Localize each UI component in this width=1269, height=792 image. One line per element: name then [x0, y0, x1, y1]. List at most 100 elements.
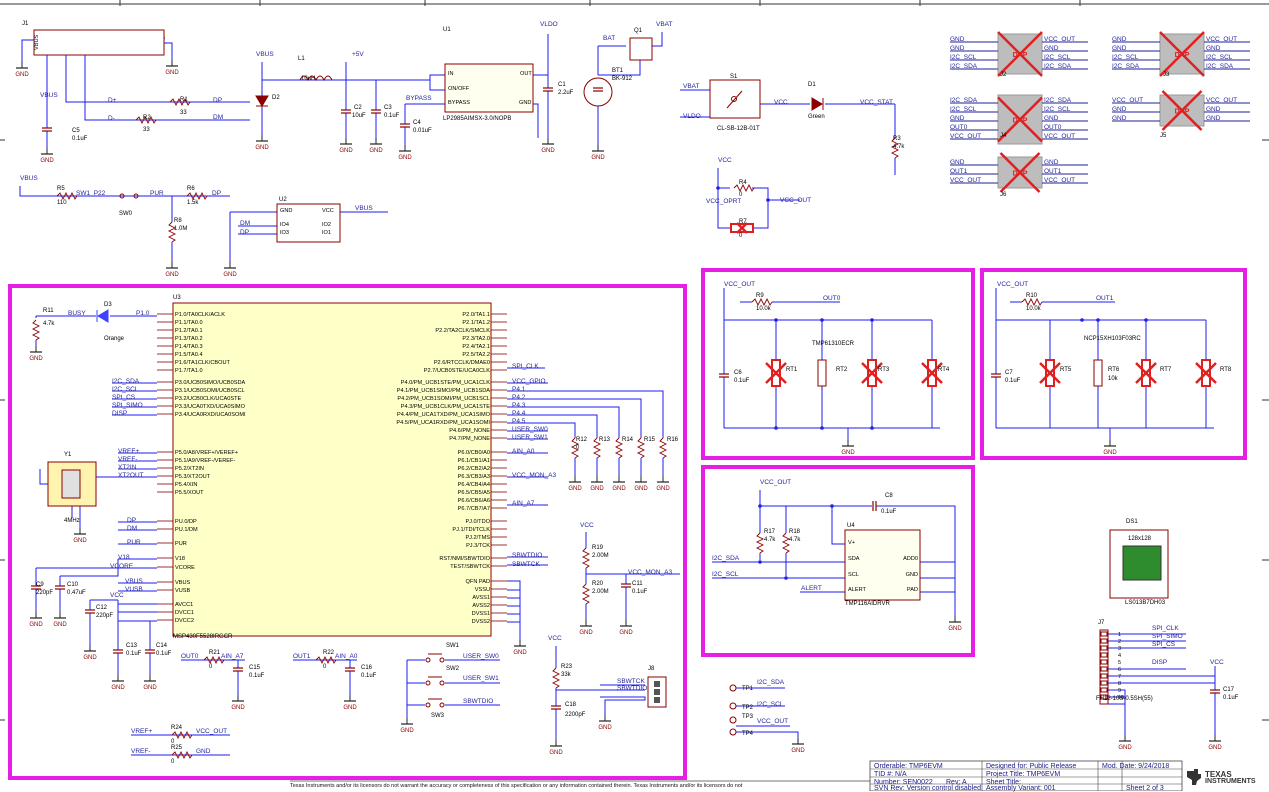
- component-label: 10uF: [352, 113, 366, 119]
- led-d1: [811, 97, 824, 111]
- net-label: DM: [127, 525, 137, 532]
- net-label: BYPASS: [406, 95, 432, 102]
- component-label: R8: [174, 218, 182, 224]
- esd-u2: [276, 203, 341, 243]
- ffc-pin-number: 9: [1118, 688, 1121, 694]
- net-label: SW1_P22: [76, 190, 106, 197]
- net-label: OUT0: [181, 653, 199, 660]
- component-label: 33k: [561, 672, 572, 678]
- net-label: DM: [240, 220, 250, 227]
- ti-logo: TEXAS INSTRUMENTS: [1185, 768, 1265, 788]
- pin-label: P1.3/TA0.2: [175, 336, 203, 342]
- ground-symbol: GND: [590, 476, 604, 492]
- component-label: 0: [576, 445, 580, 451]
- net-label: VCC: [1210, 659, 1224, 666]
- component-label: R22: [323, 650, 335, 656]
- pin-label: P1.0/TA0CLK/ACLK: [175, 312, 225, 318]
- usb-connector-j1: [33, 29, 165, 56]
- pin-label: QFN PAD: [466, 579, 490, 585]
- ground-label: GND: [165, 272, 179, 278]
- dnp-pin-label: GND: [1044, 159, 1059, 166]
- ground-label: GND: [398, 155, 412, 161]
- dnp-pin-label: OUT0: [950, 124, 968, 131]
- tb-number: Number: SEN0022: [874, 779, 933, 786]
- dnp-pin-label: I2C_SDA: [1206, 63, 1234, 70]
- pin-label: P6.0/CB0/A0: [458, 450, 490, 456]
- ffc-pin: [1100, 659, 1108, 665]
- ground-label: GND: [111, 685, 125, 691]
- junction-dot: [870, 318, 874, 322]
- component-label: RT5: [1060, 367, 1072, 373]
- thermistor: [771, 359, 781, 387]
- pin-label: PJ.1/TDI/TCLK: [452, 527, 490, 533]
- net-label: VBUS: [40, 92, 58, 99]
- ground-label: GND: [591, 155, 605, 161]
- ground-label: GND: [15, 72, 29, 78]
- pin-label: P4.5/PM_UCA1RXD/PM_UCA1SOMI: [396, 420, 490, 426]
- ground-symbol: GND: [791, 738, 805, 754]
- ground-symbol: GND: [591, 145, 605, 161]
- pin-label: P6.5/CB5/A5: [458, 490, 490, 496]
- pin-label: IN: [448, 71, 454, 77]
- ground-symbol: GND: [223, 262, 237, 278]
- tb-assembly: Assembly Variant: 001: [986, 785, 1056, 792]
- component-label: 0: [209, 664, 213, 670]
- pin-label: DVCC2: [175, 618, 194, 624]
- ground-label: GND: [231, 705, 245, 711]
- net-label: DP: [240, 229, 249, 236]
- pin-label: PJ.2/TMS: [465, 535, 490, 541]
- component-label: RT7: [1160, 367, 1172, 373]
- net-label: PUR: [150, 190, 164, 197]
- ground-symbol: GND: [15, 62, 29, 78]
- ground-symbol: GND: [53, 612, 67, 628]
- net-label: VLDO: [683, 113, 701, 120]
- dnp-pin-label: GND: [1112, 115, 1127, 122]
- component-label: C15: [249, 665, 261, 671]
- pin-label: P3.4/UCA0RXD/UCA0SOMI: [175, 412, 246, 418]
- ground-label: GND: [590, 486, 604, 492]
- component-label: 0.1uF: [126, 651, 142, 657]
- dnp-resistor-r7: [730, 223, 754, 233]
- switch-sw0-contact: [119, 193, 125, 199]
- component-label: C12: [96, 605, 108, 611]
- net-label: SBWTDIO: [463, 698, 493, 705]
- component-label: 0: [171, 759, 175, 765]
- ground-symbol: GND: [339, 138, 353, 154]
- component-label: 0.1uF: [249, 673, 265, 679]
- net-label: DP: [212, 190, 221, 197]
- net-label: VCC_OUT: [196, 728, 227, 735]
- net-label: AIN_A7: [221, 653, 244, 660]
- wire: [507, 580, 521, 640]
- junction-dot: [716, 186, 720, 190]
- resistor: [167, 221, 177, 243]
- dnp-pin-label: I2C_SCL: [950, 106, 977, 113]
- dnp-pin-label: I2C_SCL: [1206, 54, 1233, 61]
- tb-rev: Rev: A: [946, 779, 967, 786]
- component-label: C8: [885, 493, 893, 499]
- net-label: D-: [108, 115, 115, 122]
- ground-symbol: GND: [29, 346, 43, 362]
- junction-dot: [784, 576, 788, 580]
- pin-label: PJ.0/TDO: [465, 519, 490, 525]
- ffc-pin-number: 10: [1118, 695, 1124, 701]
- dnp-pin-label: GND: [1206, 45, 1221, 52]
- ffc-pin-number: 8: [1118, 681, 1121, 687]
- component-label: 220pF: [36, 590, 53, 596]
- wire: [598, 60, 641, 76]
- pin-label: PJ.3/TCK: [466, 543, 490, 549]
- component-label: D2: [272, 95, 280, 101]
- component-label: C16: [361, 665, 373, 671]
- net-label: VCC: [110, 592, 124, 599]
- pin-label: P6.2/CB2/A2: [458, 466, 490, 472]
- ground-symbol: GND: [656, 476, 670, 492]
- junction-dot: [830, 504, 834, 508]
- component-label: D1: [808, 82, 816, 88]
- net-label: USER_SW1: [512, 434, 548, 441]
- highlight-frame: [980, 268, 1247, 460]
- wire: [759, 490, 845, 545]
- ground-label: GND: [841, 450, 855, 456]
- resistor: [551, 667, 561, 689]
- component-label: 4.7k: [764, 537, 776, 543]
- component-label: LP2985AIMSX-3.0/NOPB: [443, 116, 511, 122]
- net-label: VBUS: [125, 578, 143, 585]
